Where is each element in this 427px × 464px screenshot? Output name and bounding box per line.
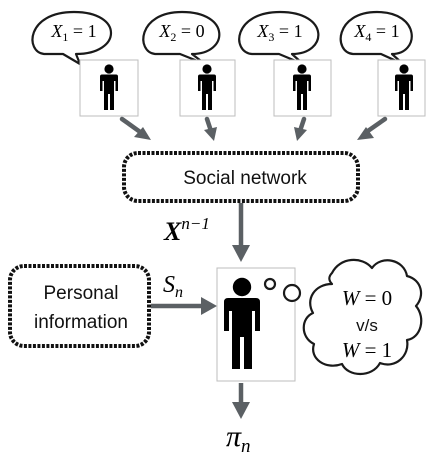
arrow-icon: [204, 116, 217, 141]
agent-4-value: X4 = 1: [353, 21, 399, 44]
history-symbol: Xn−1: [163, 214, 210, 246]
thought-line-2: W = 1: [342, 338, 392, 362]
arrow-icon: [201, 297, 217, 315]
personal-information-label-line-2: information: [34, 312, 128, 333]
agent-1-value: X1 = 1: [50, 21, 96, 44]
thought-line-1: W = 0: [342, 286, 392, 310]
output-symbol: πn: [226, 420, 251, 457]
thought-middle: v/s: [356, 316, 378, 335]
social-network-label: Social network: [183, 168, 307, 189]
speech-bubble-icon: [238, 10, 320, 66]
agent-1: X1 = 1: [31, 10, 139, 117]
agent-3-value: X3 = 1: [256, 21, 302, 44]
agent-2-value: X2 = 0: [158, 21, 204, 44]
agent-4: X4 = 1: [339, 10, 426, 117]
arrow-icon: [119, 116, 151, 140]
output-arrow: [232, 383, 250, 419]
thought-cloud-icon: W = 0 v/s W = 1: [302, 258, 423, 376]
thought-dot-large: [282, 283, 302, 303]
arrow-icon: [294, 116, 307, 141]
speech-bubble-icon: [142, 10, 221, 66]
arrow-icon: [357, 116, 388, 140]
thought-dot-small: [263, 277, 277, 291]
speech-bubble-icon: [31, 10, 113, 66]
agent-2: X2 = 0: [142, 10, 236, 117]
arrow-icon: [232, 402, 250, 419]
signal-arrow: [151, 297, 217, 315]
social-network-box: Social network: [122, 151, 360, 203]
agent-3: X3 = 1: [238, 10, 332, 117]
personal-information-box: Personal information: [8, 264, 151, 348]
signal-symbol: Sn: [163, 272, 183, 301]
personal-information-label-line-1: Personal: [44, 283, 119, 304]
speech-bubble-icon: [339, 10, 413, 66]
central-agent: [216, 267, 302, 382]
arrow-icon: [232, 245, 250, 262]
agent-arrows: [119, 116, 388, 141]
history-arrow: [232, 203, 250, 262]
